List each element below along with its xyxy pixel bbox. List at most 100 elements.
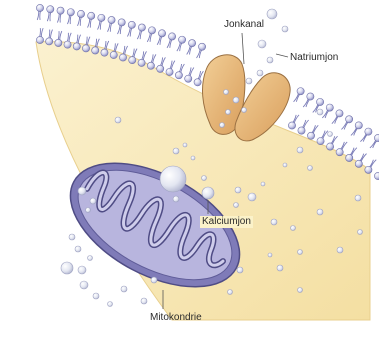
ion-bubble <box>277 265 283 271</box>
ion-bubble <box>308 166 313 171</box>
phospholipid <box>147 27 155 42</box>
ion-channel-leader-line <box>242 33 244 64</box>
ion-bubble <box>75 246 81 252</box>
ion-bubble <box>267 9 277 19</box>
ion-bubble <box>108 302 113 307</box>
phospholipid <box>64 33 71 48</box>
ion-bubble <box>202 187 214 199</box>
phospholipid <box>303 93 314 107</box>
phospholipid <box>307 125 318 139</box>
ion-bubble <box>220 123 225 128</box>
ion-bubble <box>261 182 265 186</box>
ion-bubble <box>173 196 179 202</box>
sodium-ion-label: Natriumjon <box>290 52 338 64</box>
ion-bubble <box>268 253 272 257</box>
phospholipid <box>187 40 196 55</box>
ion-bubble <box>183 143 187 147</box>
phospholipid <box>88 12 95 27</box>
phospholipid <box>370 134 379 148</box>
ion-bubble <box>246 78 252 84</box>
ion-bubble <box>93 293 99 299</box>
ion-bubble <box>242 108 247 113</box>
ion-bubble <box>141 298 147 304</box>
phospholipid <box>336 142 347 156</box>
phospholipid <box>175 64 184 79</box>
ion-bubble <box>78 187 86 195</box>
ion-bubble <box>61 262 73 274</box>
ion-bubble <box>160 166 186 192</box>
phospholipid <box>166 61 175 76</box>
ion-bubble <box>298 250 303 255</box>
phospholipid <box>77 10 84 25</box>
phospholipid <box>288 115 299 129</box>
phospholipid <box>138 51 146 66</box>
ion-bubble <box>173 148 179 154</box>
ion-bubble <box>291 226 296 231</box>
ion-bubble <box>90 198 96 204</box>
ion-bubble <box>228 290 233 295</box>
phospholipid <box>194 71 203 86</box>
phospholipid <box>36 28 43 43</box>
ion-bubble <box>267 57 273 63</box>
ion-bubble <box>202 176 207 181</box>
phospholipid <box>332 110 343 124</box>
ion-bubble <box>358 230 363 235</box>
ion-bubble <box>248 193 256 201</box>
phospholipid <box>46 30 53 45</box>
phospholipid <box>197 43 206 58</box>
phospholipid <box>127 21 135 36</box>
phospholipid <box>67 9 74 24</box>
ion-bubble <box>151 277 157 283</box>
phospholipid <box>365 160 376 174</box>
phospholipid <box>355 154 366 168</box>
ion-bubble <box>191 156 195 160</box>
phospholipid <box>185 67 194 82</box>
phospholipid <box>137 24 145 39</box>
ion-channel-label: Jonkanal <box>224 19 264 31</box>
ion-bubble <box>80 281 88 289</box>
phospholipid <box>157 57 166 72</box>
phospholipid <box>322 104 333 118</box>
phospholipid <box>55 31 62 46</box>
ion-bubble <box>337 247 343 253</box>
phospholipid <box>374 166 379 180</box>
phospholipid <box>298 120 309 134</box>
ion-bubble <box>328 132 333 137</box>
ion-bubble <box>355 195 361 201</box>
phospholipid <box>326 136 337 150</box>
ion-bubble <box>226 110 231 115</box>
phospholipid <box>57 7 64 22</box>
phospholipid <box>177 36 186 51</box>
ion-bubble <box>283 163 287 167</box>
ion-bubble <box>69 234 75 240</box>
phospholipid <box>346 148 357 162</box>
phospholipid <box>317 131 328 145</box>
ion-bubble <box>257 70 263 76</box>
phospholipid <box>117 19 125 34</box>
ion-bubble <box>235 187 241 193</box>
ion-bubble <box>282 26 288 32</box>
ion-bubble <box>258 40 266 48</box>
phospholipid <box>341 116 352 130</box>
phospholipid <box>147 54 156 69</box>
phospholipid <box>351 122 362 136</box>
phospholipid <box>157 30 165 45</box>
ion-bubble <box>115 117 121 123</box>
ion-bubble <box>88 256 93 261</box>
ion-bubble <box>237 267 243 273</box>
phospholipid <box>360 128 372 142</box>
calcium-ion-label: Kalciumjon <box>200 216 253 228</box>
phospholipid <box>294 88 305 102</box>
mitochondrion-label: Mitokondrie <box>150 312 202 324</box>
phospholipid <box>47 6 54 22</box>
ion-bubble <box>298 288 303 293</box>
ion-bubble <box>224 90 229 95</box>
ion-bubble <box>233 97 239 103</box>
ion-bubble <box>271 219 277 225</box>
sodium-ion-leader-line <box>276 54 288 57</box>
phospholipid <box>108 16 116 31</box>
phospholipid <box>98 14 105 29</box>
phospholipid <box>36 4 43 20</box>
ion-bubble <box>86 208 91 213</box>
